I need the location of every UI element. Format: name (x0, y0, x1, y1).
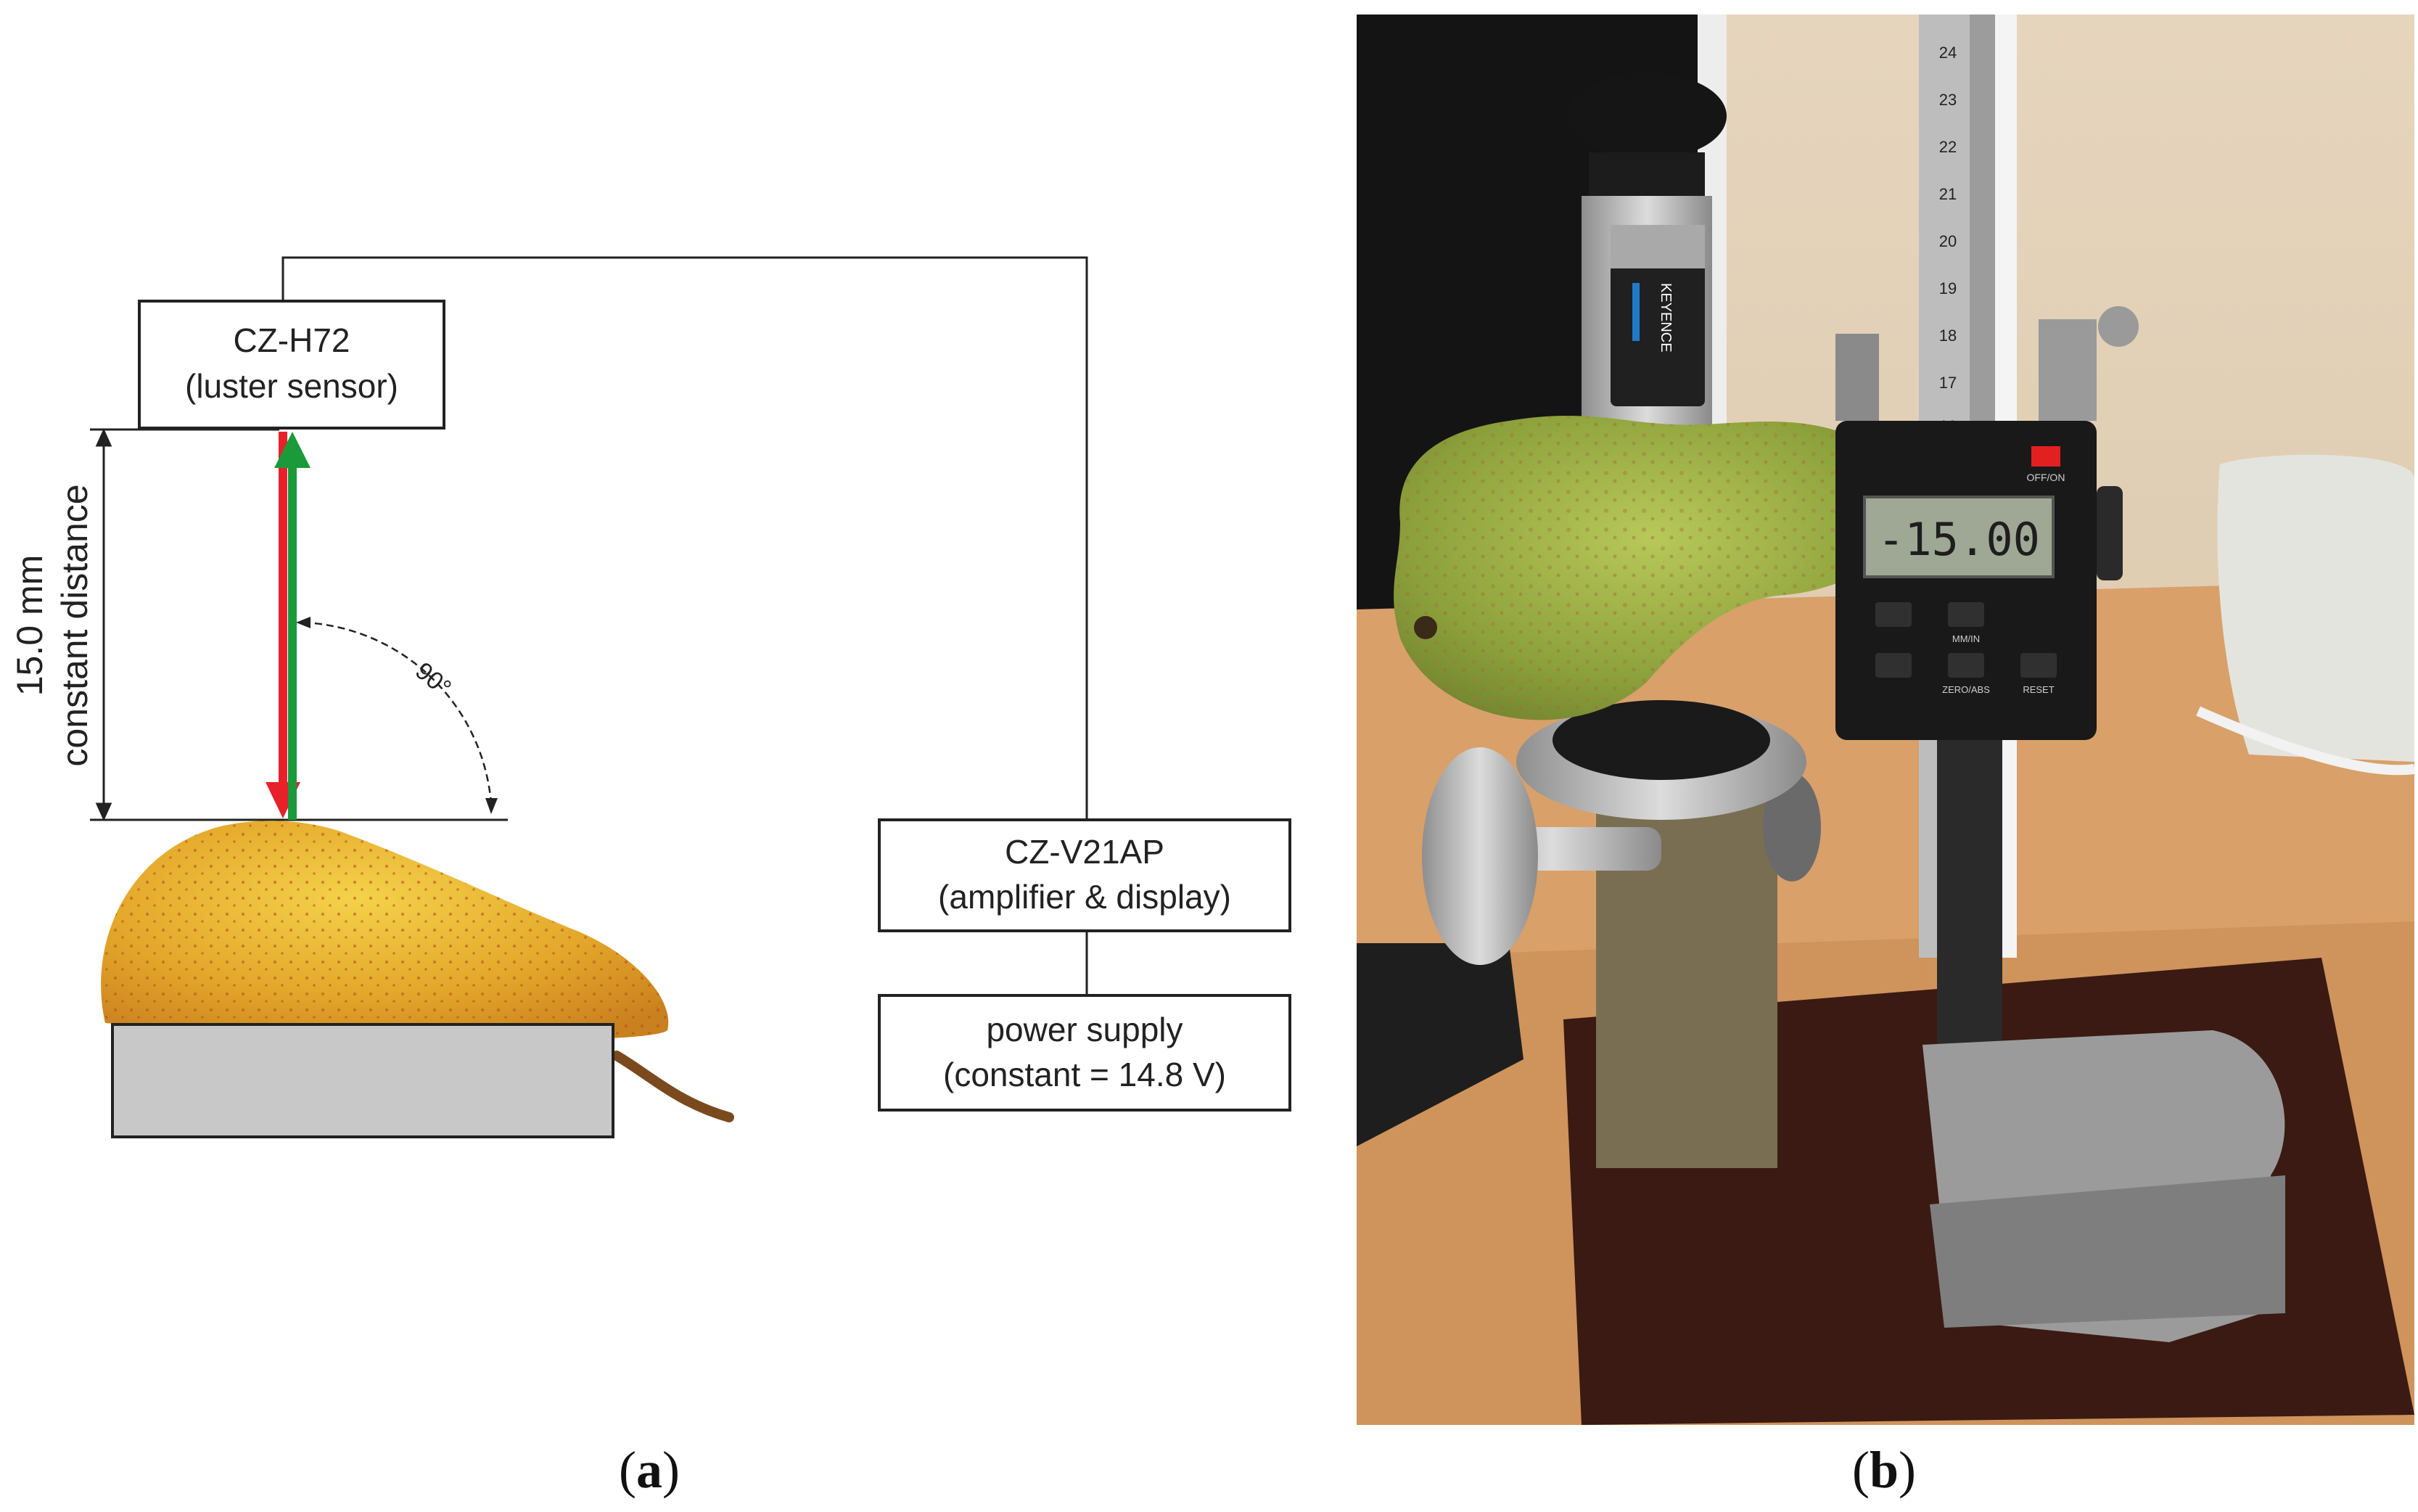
pear-calyx (1414, 616, 1437, 639)
power-button (2031, 446, 2060, 467)
gauge-clamp-left (1835, 334, 1879, 421)
sensor-description-label: (luster sensor) (185, 367, 398, 405)
power-supply-voltage-label: (constant = 14.8 V) (943, 1056, 1226, 1093)
gauge-scale-21: 21 (1939, 185, 1957, 203)
pear-stem (612, 1051, 734, 1122)
sample-platform (111, 1023, 614, 1138)
lcd-display (1863, 496, 2055, 578)
sensor-box: CZ-H72 (luster sensor) (138, 300, 445, 430)
pear-photo (1394, 416, 1911, 720)
amplifier-box: CZ-V21AP (amplifier & display) (878, 818, 1291, 932)
sensor-brand-label: KEYENCE (1658, 283, 1674, 353)
reset-label: RESET (2023, 684, 2054, 695)
distance-label-group: 15.0 mm constant distance (9, 484, 95, 766)
readout-key-1 (1875, 602, 1912, 627)
readout-key-3 (1875, 653, 1912, 678)
gauge-rail-lower (1937, 740, 2002, 1067)
readout-key-5 (2020, 653, 2057, 678)
zero-abs-label: ZERO/ABS (1942, 684, 1990, 695)
digital-readout-unit: OFF/ON -15.00 MM/IN ZERO/ABS RESET (1835, 421, 2123, 740)
gauge-scale-18: 18 (1939, 326, 1957, 345)
sensor-model-label: CZ-H72 (233, 321, 350, 359)
amplifier-model-label: CZ-V21AP (1005, 833, 1164, 871)
caption-a: (a) (619, 1441, 680, 1499)
mm-in-label: MM/IN (1952, 633, 1980, 644)
luster-sensor-head (1611, 261, 1705, 406)
caption-b: (b) (1852, 1441, 1916, 1499)
gauge-scale-23: 23 (1939, 91, 1957, 109)
panel-a-schematic: CZ-H72 (luster sensor) CZ-V21AP (amplifi… (9, 256, 1291, 1499)
gauge-scale-17: 17 (1939, 374, 1957, 392)
phone-cord (2196, 706, 2414, 776)
pear-illustration (101, 821, 734, 1122)
readout-key-2 (1948, 602, 1984, 627)
panel-b-photograph: KEYENCE 24 23 22 21 (1357, 15, 2414, 1499)
angle-label: 90° (410, 657, 456, 702)
gauge-scale-19: 19 (1939, 279, 1957, 297)
power-supply-label: power supply (986, 1011, 1183, 1048)
holder-pad (1553, 700, 1770, 780)
gauge-scale-20: 20 (1939, 232, 1957, 250)
gauge-lock-knob (2098, 306, 2139, 347)
angle-indicator: 90° (296, 617, 498, 814)
stand-knob-top (1567, 73, 1727, 160)
reflected-beam (274, 432, 311, 820)
distance-dimension-line (90, 428, 508, 821)
gauge-clamp-right (2039, 319, 2097, 421)
telephone (2217, 454, 2414, 762)
gauge-scale-24: 24 (1939, 44, 1957, 62)
power-supply-box: power supply (constant = 14.8 V) (878, 994, 1291, 1112)
distance-description-label: constant distance (54, 484, 95, 766)
holder-post (1596, 762, 1777, 1168)
holder-knob-right (1763, 773, 1821, 882)
lcd-reading: -15.00 (1878, 513, 2040, 566)
readout-key-4 (1948, 653, 1984, 678)
distance-value-label: 15.0 mm (9, 555, 50, 697)
signal-cable (281, 256, 1088, 995)
gauge-scale-22: 22 (1939, 138, 1957, 156)
amplifier-description-label: (amplifier & display) (938, 878, 1231, 916)
holder-knob-left (1422, 747, 1538, 965)
power-button-label: OFF/ON (2027, 472, 2065, 483)
